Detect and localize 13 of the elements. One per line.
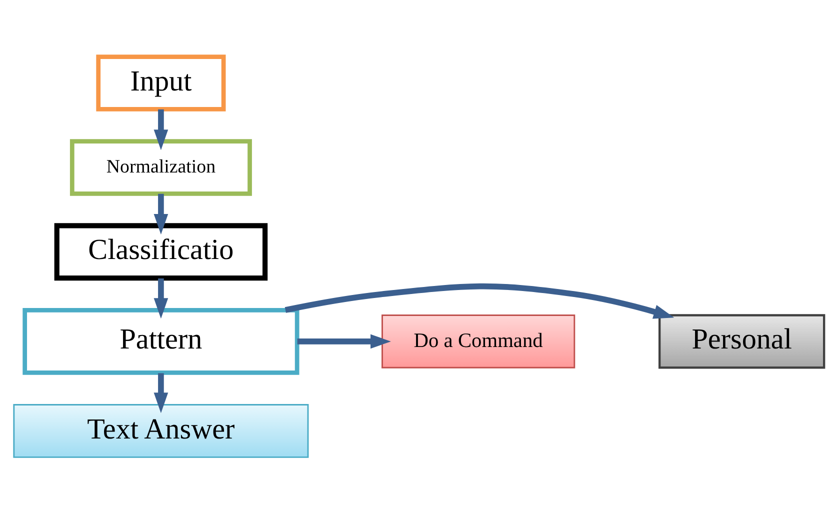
arrow [154,278,168,319]
arrow [154,373,168,414]
arrow [284,283,674,319]
node-box: Do a Command [382,314,576,368]
node-box: Pattern [22,308,300,375]
arrow [297,334,391,349]
arrow [154,194,168,235]
node-box: Personal [658,314,826,369]
node-box: Classificatio [54,223,268,281]
arrow [154,109,168,150]
node-box: Normalization [70,139,252,196]
node-box: Text Answer [13,404,309,458]
node-box: Input [96,54,226,112]
